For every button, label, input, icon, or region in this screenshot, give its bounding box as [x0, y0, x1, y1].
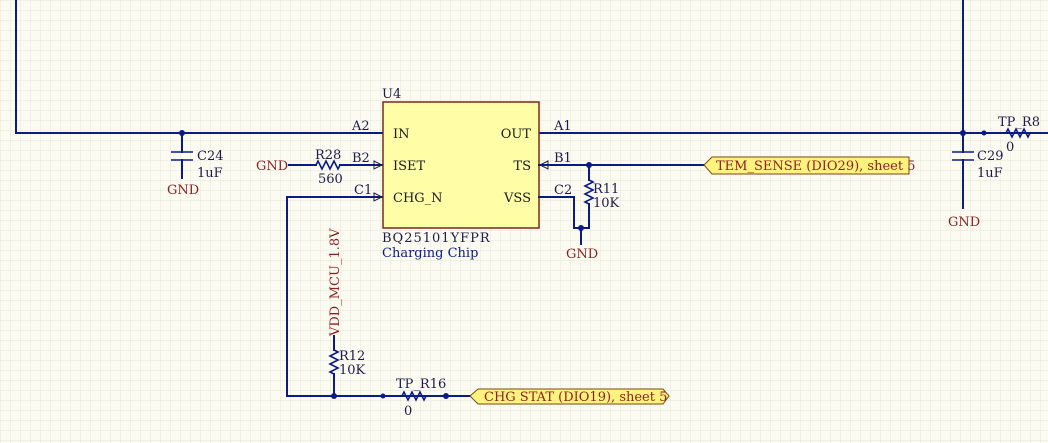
pin-num-c2: C2 [554, 183, 572, 198]
resistor-tp-r16[interactable]: TP_R16 0 [380, 377, 450, 419]
resistor-r12[interactable]: VDD_MCU_1.8V R12 10K [328, 228, 366, 399]
c29-gnd-label: GND [948, 215, 980, 230]
c24-ref: C24 [197, 149, 224, 164]
r12-value: 10K [339, 363, 366, 378]
u4-designator: U4 [382, 87, 401, 102]
pin-num-a2: A2 [351, 119, 370, 134]
c24-value: 1uF [197, 166, 223, 181]
capacitor-c24[interactable]: C24 1uF GND [167, 130, 224, 198]
tp-r8-ref: TP_R8 [998, 115, 1040, 130]
tp-r16-ref: TP_R16 [396, 377, 446, 392]
tp-r8-value: 0 [1006, 140, 1014, 155]
r11-value: 10K [593, 196, 620, 211]
r28-value: 560 [318, 172, 343, 187]
c24-gnd-label: GND [167, 183, 199, 198]
pin-name-ts: TS [513, 159, 531, 174]
wire-chg-n[interactable] [286, 196, 471, 397]
vss-gnd-label: GND [566, 247, 598, 262]
r12-ref: R12 [339, 349, 365, 364]
capacitor-c29[interactable]: C29 1uF GND [948, 130, 1004, 230]
pin-num-b2: B2 [352, 151, 370, 166]
port-tem-sense[interactable]: TEM_SENSE (DIO29), sheet 5 [703, 156, 916, 175]
u4-part-number: BQ25101YFPR [382, 231, 491, 246]
u4-description: Charging Chip [382, 246, 478, 261]
pin-name-iset: ISET [393, 159, 426, 174]
pin-name-vss: VSS [503, 191, 531, 206]
resistor-r11[interactable]: R11 10K [583, 164, 620, 229]
iset-input-arrow [373, 160, 384, 170]
pin-num-c1: C1 [354, 183, 372, 198]
wire-top-loop[interactable] [15, 0, 384, 134]
resistor-r28[interactable]: GND R28 560 [256, 148, 384, 187]
r11-ref: R11 [593, 182, 619, 197]
r28-gnd-label: GND [256, 159, 288, 174]
junction-r12 [331, 393, 337, 399]
pin-num-b1: B1 [554, 151, 572, 166]
pin-num-a1: A1 [553, 119, 572, 134]
pin-name-out: OUT [501, 127, 532, 142]
wire-vss[interactable]: GND [538, 196, 598, 262]
junction-c24 [179, 130, 185, 136]
c29-value: 1uF [977, 166, 1003, 181]
port-chg-stat[interactable]: CHG STAT (DIO19), sheet 5 [469, 388, 670, 405]
tp-r16-value: 0 [404, 404, 412, 419]
chg-n-input-arrow [373, 192, 384, 202]
pin-name-in: IN [393, 127, 410, 142]
tem-sense-port-label: TEM_SENSE (DIO29), sheet 5 [716, 159, 916, 174]
chg-stat-port-label: CHG STAT (DIO19), sheet 5 [484, 390, 667, 405]
resistor-tp-r8[interactable]: TP_R8 0 [981, 115, 1040, 155]
pin-name-chg-n: CHG_N [393, 191, 443, 206]
c29-ref: C29 [977, 149, 1004, 164]
chip-u4[interactable]: U4 IN ISET CHG_N OUT TS VSS A2 B2 C1 A1 … [351, 87, 572, 261]
r28-ref: R28 [315, 148, 341, 163]
vdd-mcu-net-label: VDD_MCU_1.8V [328, 228, 343, 337]
